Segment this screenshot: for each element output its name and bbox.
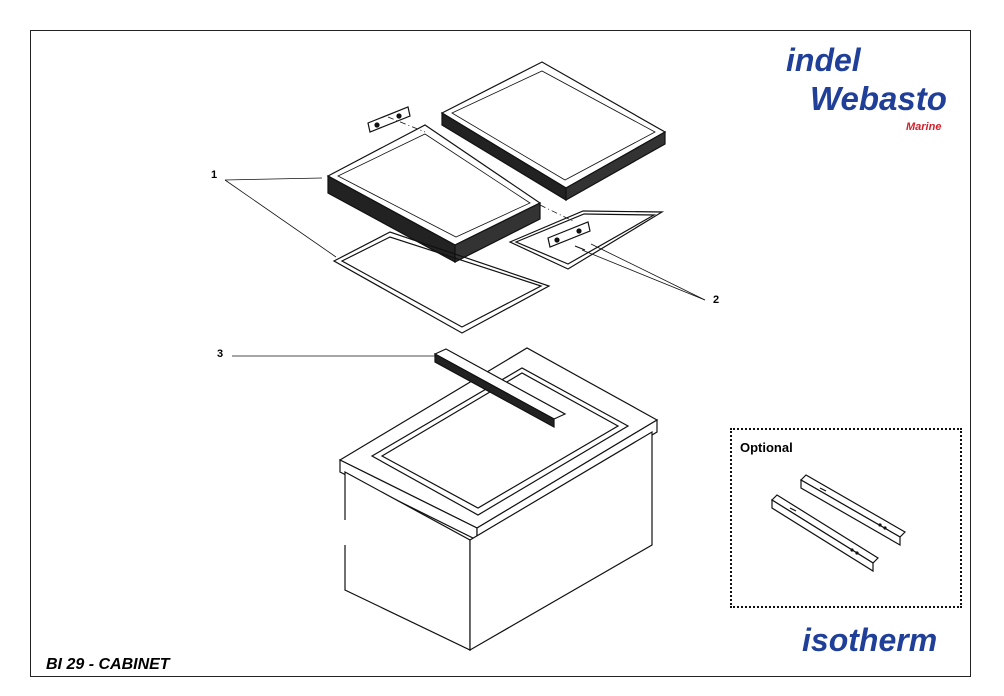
lid-right: [440, 61, 667, 202]
hinge-bottom: [547, 221, 591, 251]
logo-indel-text: indel: [786, 42, 861, 78]
drawing-frame: [30, 30, 971, 677]
indel-webasto-logo: indel Webasto Marine: [786, 44, 966, 154]
optional-box: Optional: [730, 428, 962, 608]
hinge-top: [367, 106, 411, 133]
callout-3: 3: [217, 348, 224, 360]
optional-label: Optional: [740, 440, 793, 455]
gasket-left: [332, 231, 551, 334]
gasket-right: [508, 210, 665, 270]
cabinet: [338, 347, 659, 652]
leader-lines: [224, 177, 706, 357]
slide-rails: [771, 474, 906, 573]
callout-2: 2: [713, 294, 720, 306]
divider-bar: [433, 348, 567, 429]
lid-left: [326, 124, 542, 264]
isotherm-logo: isotherm: [802, 622, 938, 658]
drawing-title: BI 29 - CABINET: [46, 656, 170, 673]
logo-marine-text: Marine: [906, 121, 942, 133]
callout-1: 1: [211, 169, 218, 181]
logo-webasto-text: Webasto: [810, 80, 947, 117]
